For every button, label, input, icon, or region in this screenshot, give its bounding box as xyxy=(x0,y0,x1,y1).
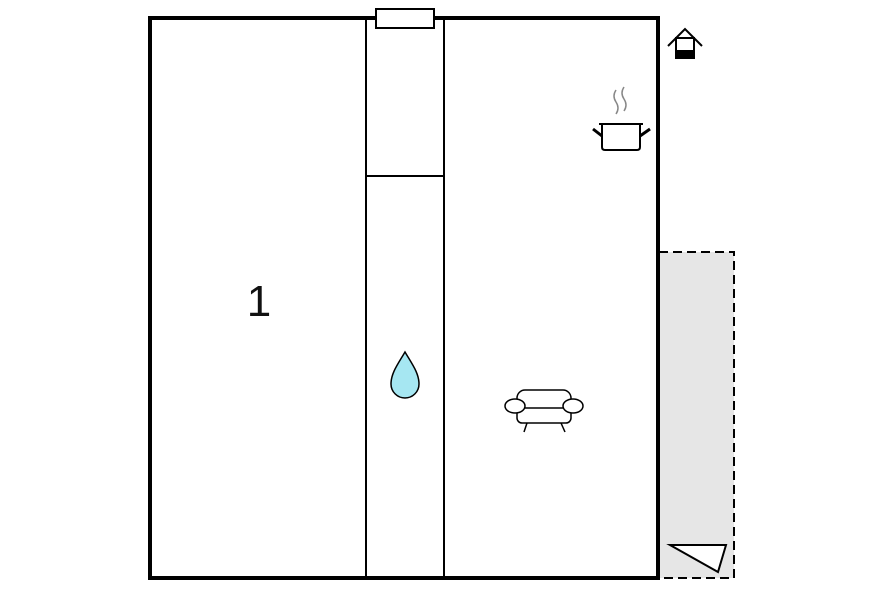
house-entrance-icon xyxy=(667,27,703,59)
water-drop-icon xyxy=(390,350,420,399)
window xyxy=(375,8,435,29)
cooking-pot-icon xyxy=(592,86,651,151)
room-label-1: 1 xyxy=(247,277,271,326)
sofa-icon xyxy=(504,389,584,433)
terrace-triangle-icon xyxy=(666,544,728,574)
terrace-area xyxy=(658,251,735,579)
outer-wall xyxy=(148,16,660,580)
